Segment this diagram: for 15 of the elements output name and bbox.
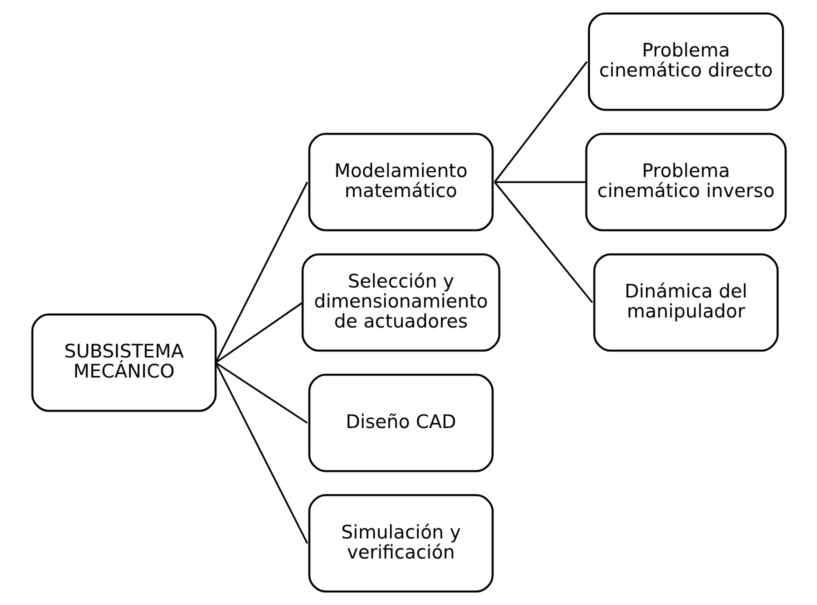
connector	[214, 362, 308, 424]
node-box: Dinámica del manipulador	[592, 253, 778, 352]
node-box: Problema cinemático inverso	[584, 132, 786, 232]
connector	[493, 182, 592, 304]
connector	[214, 302, 303, 364]
node-box: Problema cinemático directo	[587, 12, 784, 111]
connector	[494, 181, 586, 183]
connector	[214, 362, 308, 544]
connector	[493, 61, 588, 183]
node-box: Simulación y verificación	[308, 494, 494, 593]
connector	[214, 182, 308, 364]
node-box: Diseño CAD	[308, 374, 494, 472]
node-box: Modelamiento matemático	[308, 132, 494, 232]
node-box: Selección y dimensionamiento de actuadores	[301, 253, 500, 352]
node-box: SUBSISTEMA MECÁNICO	[30, 314, 216, 412]
